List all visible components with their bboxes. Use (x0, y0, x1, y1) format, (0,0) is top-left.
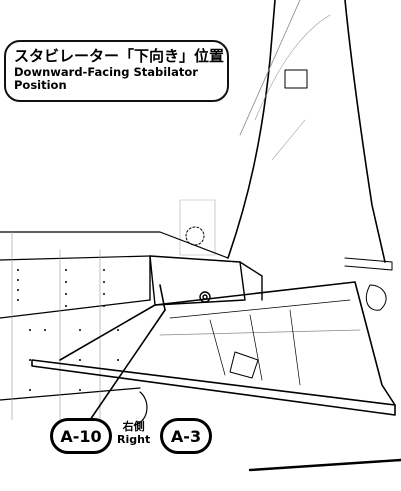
leader-lines (89, 284, 166, 421)
lower-edge (248, 458, 401, 472)
part-badge-a10: A-10 (50, 418, 112, 454)
part-badge-a3: A-3 (160, 418, 212, 454)
side-label: 右側 Right (117, 420, 150, 446)
callout-title-jp: スタビレーター「下向き」位置 (14, 47, 225, 65)
callout-title-en-2: Position (14, 78, 67, 92)
stabilator-surface (31, 281, 396, 416)
side-label-en: Right (117, 433, 151, 446)
fuselage (0, 231, 229, 421)
tail-fin (179, 0, 386, 263)
side-label-jp: 右側 (122, 420, 145, 433)
hook (134, 391, 148, 426)
stabilator-position-callout: スタビレーター「下向き」位置 Downward-Facing Stabilato… (4, 40, 229, 102)
callout-title-en-1: Downward-Facing Stabilator (14, 65, 198, 79)
